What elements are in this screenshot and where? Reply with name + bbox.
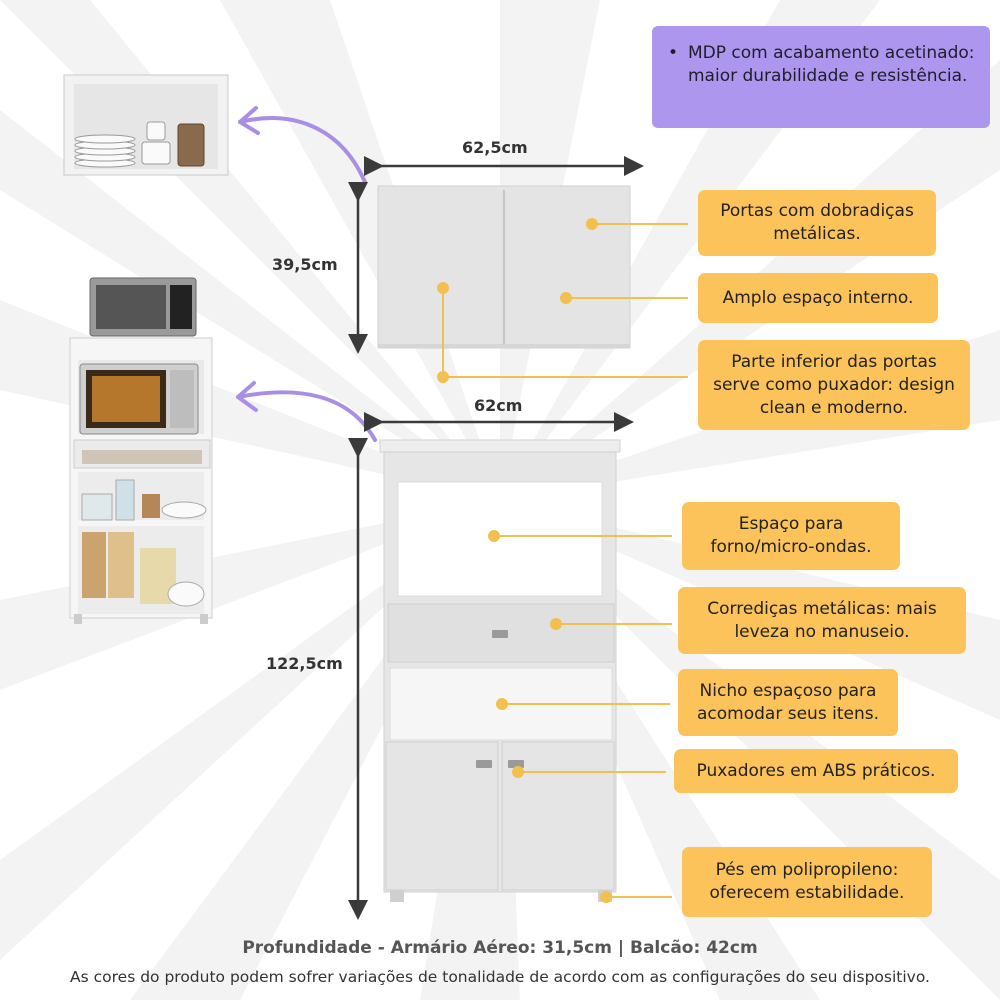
base-cabinet [379,439,621,902]
callout-handles: Puxadores em ABS práticos. [674,749,958,793]
wall-cabinet [377,185,631,349]
callout-oven-space: Espaço para forno/micro-ondas. [682,502,900,570]
base-height-label: 122,5cm [266,654,343,673]
callout-hinges: Portas com dobradiças metálicas. [698,190,936,256]
wall-width-label: 62,5cm [462,138,528,157]
wall-cabinet-thumbnail [63,74,229,176]
wall-height-label: 39,5cm [272,255,338,274]
feature-highlight: • MDP com acabamento acetinado: maior du… [652,26,990,128]
feature-text: MDP com acabamento acetinado: maior dura… [688,43,975,86]
callout-feet: Pés em polipropileno: oferecem estabilid… [682,847,932,917]
color-disclaimer: As cores do produto podem sofrer variaçõ… [70,968,930,986]
callout-interior-space: Amplo espaço interno. [698,273,938,323]
purple-arrows [236,106,377,442]
callout-drawer-slides: Corrediças metálicas: mais leveza no man… [678,587,966,654]
tall-cabinet-thumbnail [69,277,213,624]
callout-niche: Nicho espaçoso para acomodar seus itens. [678,669,898,736]
bullet-icon: • [668,43,679,63]
depth-info: Profundidade - Armário Aéreo: 31,5cm | B… [242,938,758,958]
base-width-label: 62cm [474,396,523,415]
callout-door-handle: Parte inferior das portas serve como pux… [698,340,970,430]
